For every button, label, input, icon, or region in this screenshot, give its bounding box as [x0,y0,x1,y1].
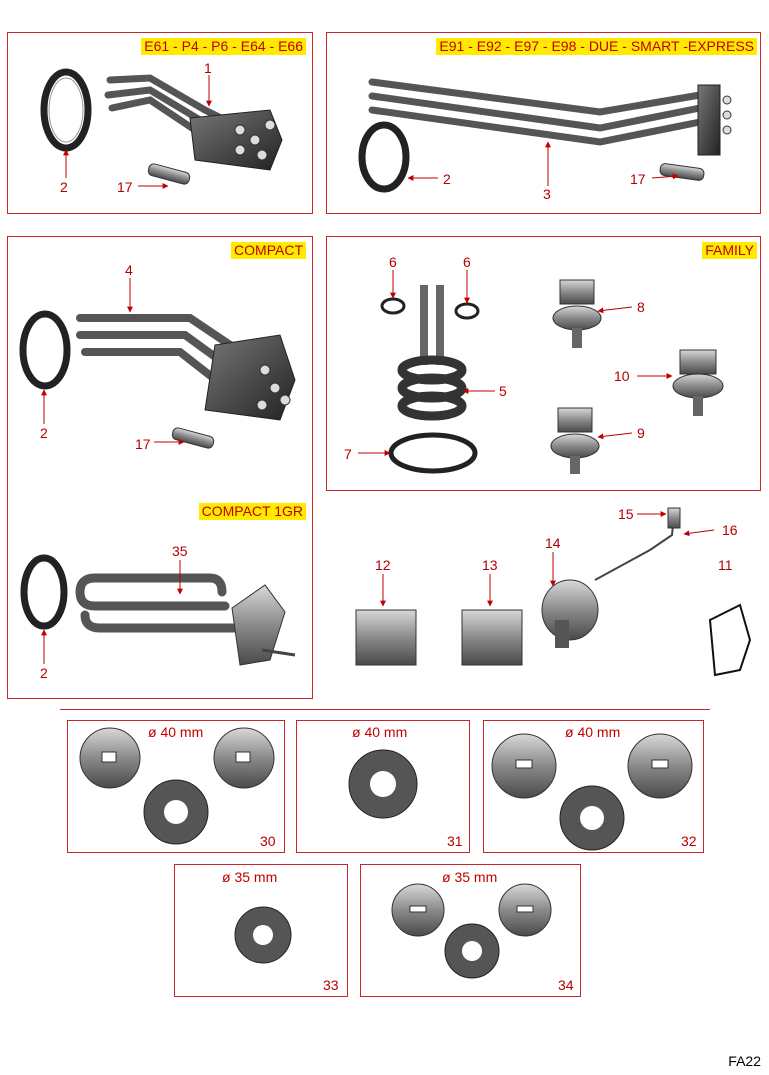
panel-e61-group [7,32,313,214]
panel-compact [7,236,313,699]
callout-17: 17 [135,436,151,452]
callout-4: 4 [125,262,133,278]
o-ring-icon [380,297,480,320]
model-label-e91: E91 - E92 - E97 - E98 - DUE - SMART -EXP… [436,38,757,55]
flange-icon [204,334,296,421]
panel-disc-33 [174,864,348,997]
panel-family [326,236,761,491]
callout-5: 5 [499,383,507,399]
model-label-e61: E61 - P4 - P6 - E64 - E66 [141,38,306,55]
callout-8: 8 [637,299,645,315]
callout-13: 13 [482,557,498,573]
callout-12: 12 [375,557,391,573]
callout-16: 16 [722,522,738,538]
gasket-ring-icon [19,310,71,390]
metal-disc-icon [491,733,693,851]
callout-3: 3 [543,186,551,202]
disc-diameter-33: ø 35 mm [222,869,278,885]
callout-6: 6 [463,254,471,270]
callout-17: 17 [630,171,646,187]
gasket-ring-icon [358,121,410,193]
panel-disc-32 [483,720,704,853]
thermostat-icon [552,279,602,348]
flange-icon [697,84,732,156]
disc-number-31: 31 [447,833,463,849]
callout-7: 7 [344,446,352,462]
callout-6: 6 [389,254,397,270]
panel-e91-group [326,32,761,214]
disc-number-32: 32 [681,833,697,849]
callout-9: 9 [637,425,645,441]
model-label-family: FAMILY [702,242,757,259]
flat-gasket-icon [388,432,478,474]
knob-icon [708,603,752,677]
spring-icon [659,163,705,181]
callout-10: 10 [614,368,630,384]
callout-14: 14 [545,535,561,551]
flange-icon [189,109,283,171]
callout-35: 35 [172,543,188,559]
callout-2: 2 [443,171,451,187]
panel-disc-34 [360,864,581,997]
u-shaped-element-icon [75,573,243,633]
perforated-disc-icon [348,749,418,819]
page-code: FA22 [728,1053,761,1069]
callout-15: 15 [618,506,634,522]
panel-disc-31 [296,720,470,853]
disc-diameter-31: ø 40 mm [352,724,408,740]
metal-disc-icon [391,883,552,979]
capillary-thermostat-icon [541,507,681,648]
disc-diameter-34: ø 35 mm [442,869,498,885]
callout-2: 2 [40,425,48,441]
callout-17: 17 [117,179,133,195]
thermostat-icon [672,349,724,416]
separator-line [60,709,710,710]
callout-1: 1 [204,60,212,76]
gasket-ring-icon [40,68,92,152]
metal-disc-icon [79,727,275,845]
perforated-disc-icon [234,906,292,964]
disc-diameter-32: ø 40 mm [565,724,621,740]
callout-2: 2 [60,179,68,195]
gasket-ring-icon [20,554,68,630]
disc-number-30: 30 [260,833,276,849]
disc-number-34: 34 [558,977,574,993]
disc-diameter-30: ø 40 mm [148,724,204,740]
spring-icon [147,163,191,185]
switch-block-icon [355,609,523,666]
thermostat-icon [550,407,600,474]
callout-11: 11 [718,557,733,573]
model-label-compact: COMPACT [231,242,306,259]
callout-2: 2 [40,665,48,681]
flange-plate-icon [231,584,296,666]
coil-heater-icon [397,285,467,421]
spring-icon [171,427,215,449]
panel-disc-30 [67,720,285,853]
model-label-compact-1gr: COMPACT 1GR [198,503,306,520]
long-heating-element-icon [368,78,704,146]
disc-number-33: 33 [323,977,339,993]
